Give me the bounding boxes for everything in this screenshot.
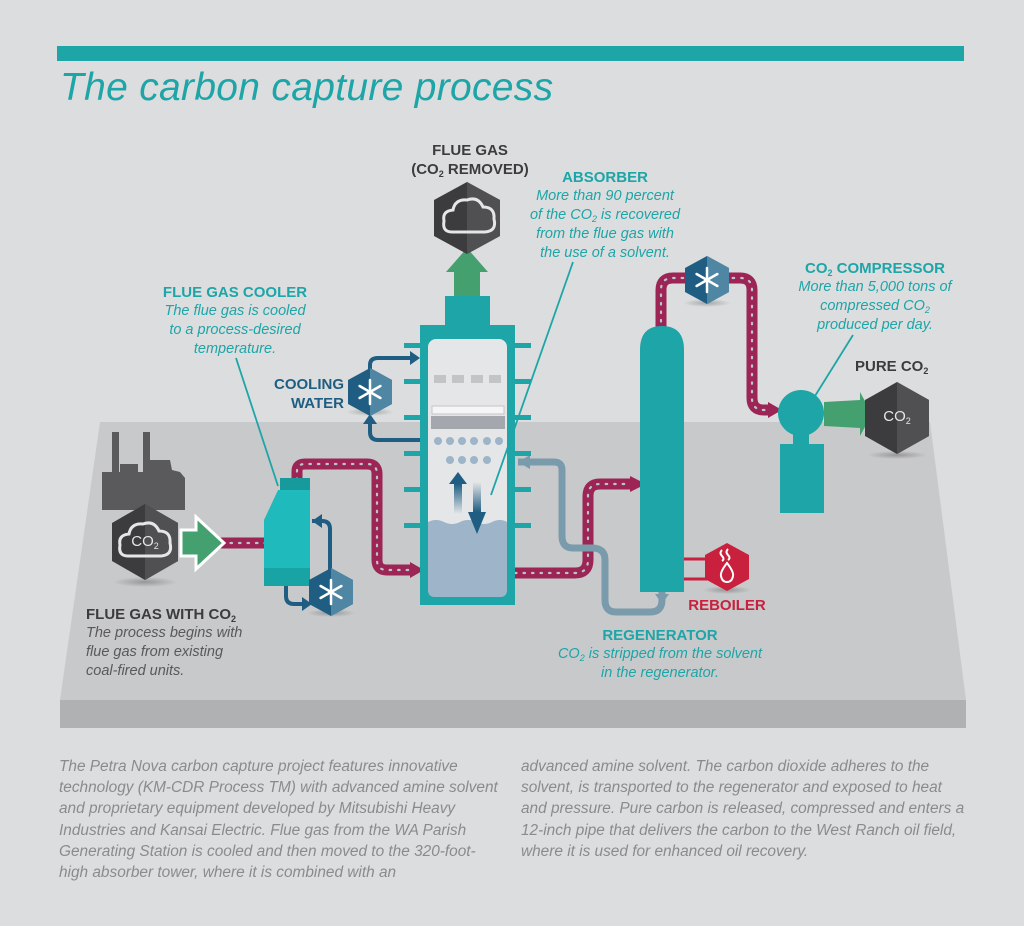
flue-gas-cooler-label: FLUE GAS COOLER The flue gas is cooled t… [145, 283, 325, 359]
snowflake-icon [695, 266, 719, 294]
reboiler-label: REBOILER [688, 597, 766, 614]
flue-gas-desc-line: flue gas from existing [86, 644, 224, 660]
page-title: The carbon capture process [60, 66, 554, 109]
pure-co2-arrow [824, 392, 872, 436]
subscript: 2 [924, 305, 930, 315]
absorber-desc-line: More than 90 percent [536, 188, 674, 204]
text-part: is recovered [597, 207, 681, 223]
co2-source-hex [112, 504, 178, 587]
subscript: 2 [592, 214, 598, 224]
regenerator-cooler-hex [683, 256, 731, 307]
flue-gas-removed-hex [434, 182, 500, 254]
flame-drop-icon [719, 548, 735, 584]
compressor-desc-line: More than 5,000 tons of [798, 279, 952, 295]
absorber-title: ABSORBER [562, 169, 648, 186]
leader-lines [235, 261, 854, 496]
reboiler-hex [703, 543, 751, 594]
flue-gas-with-co2-label: FLUE GAS WITH CO2 The process begins wit… [86, 605, 286, 681]
text-part: FLUE GAS WITH CO [86, 606, 231, 623]
cooling-water-line: WATER [290, 395, 344, 412]
regenerator-desc-line: CO2 is stripped from the solvent [540, 645, 780, 664]
cooling-water-hex [346, 368, 394, 416]
text-part: REMOVED) [443, 161, 529, 178]
flue-gas-pipes [216, 272, 776, 579]
absorber-tower [404, 296, 531, 605]
flue-gas-removed-label: FLUE GAS (CO2 REMOVED) [395, 141, 545, 179]
pure-co2-hex [865, 382, 929, 459]
cloud-icon [442, 197, 497, 234]
subscript: 2 [438, 169, 444, 179]
flue-gas-input-arrow [179, 513, 227, 573]
subscript: 2 [579, 653, 585, 663]
compressor-desc-line: compressed CO2 [785, 297, 965, 316]
solvent-return-pipe [518, 458, 666, 616]
factory-icon [102, 432, 185, 510]
hex-co2-sub: 2 [905, 416, 911, 426]
cooling-water-label: COOLING WATER [262, 375, 344, 413]
cooling-water-line: COOLING [274, 376, 344, 393]
text-part: CO [804, 260, 828, 277]
co2-compressor [778, 390, 824, 513]
snowflake-icon [319, 578, 343, 606]
absorber-desc-line: from the flue gas with [536, 226, 674, 242]
snowflake-icon [358, 378, 382, 406]
text-part: COMPRESSOR [832, 260, 946, 277]
subscript: 2 [231, 614, 237, 624]
text-part: of the CO [529, 207, 593, 223]
compressor-title: CO2 COMPRESSOR [785, 259, 965, 278]
flue-gas-cooler [264, 478, 310, 586]
flue-gas-output-arrow [446, 248, 488, 296]
cooler-snowflake-hex [307, 568, 355, 617]
text-part: (CO [411, 161, 439, 178]
body-text-col2: advanced amine solvent. The carbon dioxi… [521, 758, 965, 860]
cooler-desc-line: temperature. [193, 341, 277, 357]
text-part: compressed CO [820, 298, 925, 314]
cooler-title: FLUE GAS COOLER [162, 284, 308, 301]
subscript: 2 [827, 268, 833, 278]
hex-co2-text: CO [883, 408, 906, 425]
flue-gas-removed-line1: FLUE GAS [432, 142, 508, 159]
regenerator-tower [640, 326, 684, 592]
pipe-arrowheads [410, 402, 782, 578]
co2-source-hex-label: CO2 [125, 532, 165, 551]
text-part: CO [557, 646, 580, 662]
pure-co2-hex-label: CO2 [877, 407, 917, 426]
flue-gas-removed-line2: (CO2 REMOVED) [395, 160, 545, 179]
regenerator-label: REGENERATOR CO2 is stripped from the sol… [540, 626, 780, 683]
absorber-label: ABSORBER More than 90 percent of the CO2… [515, 168, 695, 263]
regenerator-title: REGENERATOR [602, 627, 718, 644]
text-part: is stripped from the solvent [584, 646, 763, 662]
co2-compressor-label: CO2 COMPRESSOR More than 5,000 tons of c… [785, 259, 965, 335]
hex-co2-sub: 2 [153, 541, 159, 551]
pure-co2-label: PURE CO2 [855, 357, 945, 376]
solvent-drops [434, 437, 503, 464]
body-text-col1: The Petra Nova carbon capture project fe… [59, 758, 498, 882]
cooler-desc-line: The flue gas is cooled [164, 303, 306, 319]
title-bar-accent [57, 46, 964, 61]
absorber-packing [434, 375, 501, 383]
compressor-desc-line: produced per day. [817, 317, 933, 333]
hex-co2-text: CO [131, 533, 154, 550]
subscript: 2 [923, 366, 929, 376]
flue-gas-desc-line: coal-fired units. [86, 663, 185, 679]
cooler-desc-line: to a process-desired [169, 322, 301, 338]
regenerator-desc-line: in the regenerator. [601, 665, 719, 681]
text-part: PURE CO [855, 358, 924, 375]
cooler-to-absorber-pipe [291, 458, 416, 576]
cloud-icon [118, 521, 173, 558]
absorber-desc-line: the use of a solvent. [540, 245, 670, 261]
flue-gas-desc-line: The process begins with [86, 625, 243, 641]
platform-front [60, 700, 966, 728]
flue-gas-with-co2-title: FLUE GAS WITH CO2 [86, 605, 286, 624]
absorber-desc-line: of the CO2 is recovered [515, 206, 695, 225]
